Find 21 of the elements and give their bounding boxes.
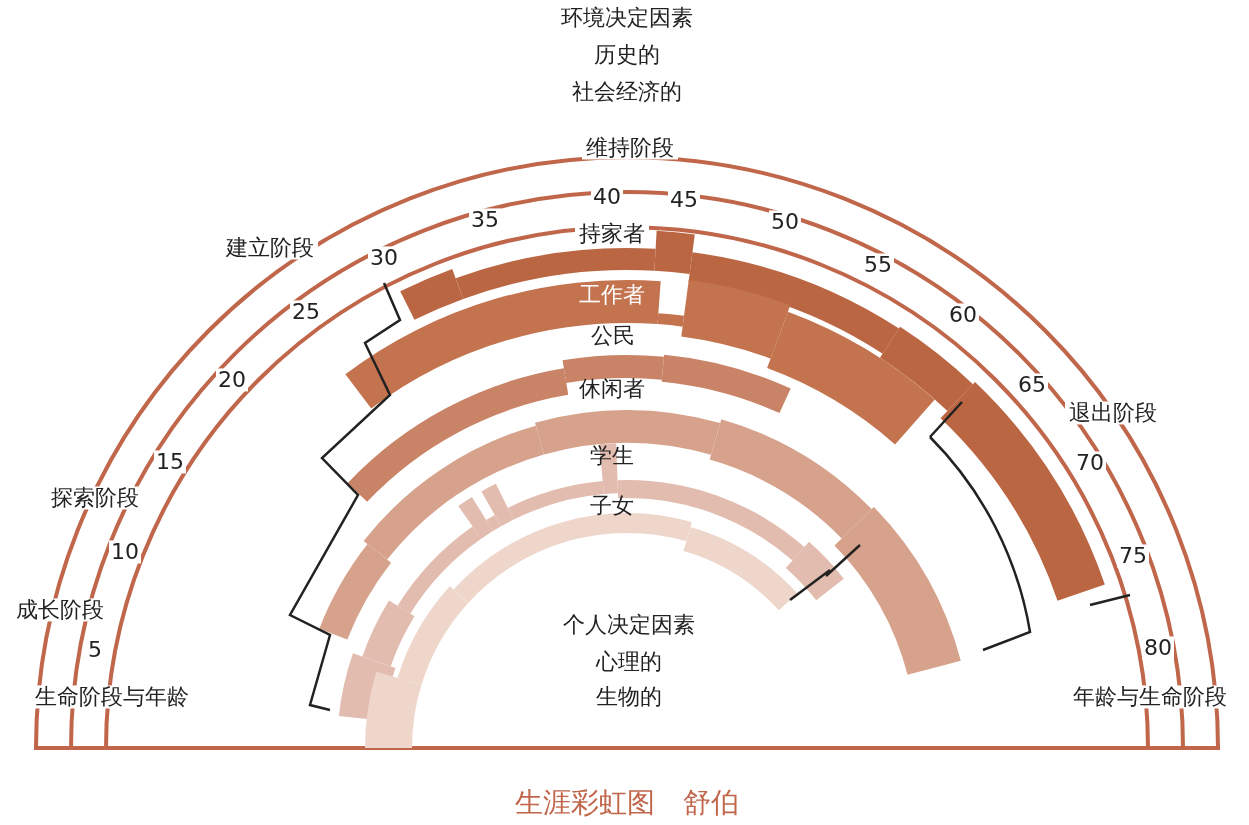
role-label: 子女 (590, 494, 634, 518)
heading-text: 历史的 (594, 43, 660, 67)
age-number: 10 (109, 540, 141, 564)
age-number: 20 (216, 368, 248, 392)
role-label: 休闲者 (579, 377, 645, 401)
role-label: 工作者 (579, 283, 645, 307)
age-number: 80 (1142, 636, 1174, 660)
role-label: 学生 (590, 444, 634, 468)
heading-text: 环境决定因素 (561, 6, 693, 30)
footer-text: 个人决定因素 (563, 613, 695, 637)
age-number: 15 (154, 450, 186, 474)
age-number: 25 (290, 300, 322, 324)
heading-text: 社会经济的 (572, 80, 682, 104)
stage-label: 建立阶段 (222, 236, 318, 260)
footer-text: 生物的 (596, 685, 662, 709)
age-number: 75 (1117, 544, 1149, 568)
footer-text: 心理的 (596, 650, 662, 674)
role-label: 持家者 (575, 222, 649, 246)
stage-label: 维持阶段 (582, 136, 678, 160)
role-label: 公民 (591, 324, 635, 348)
caption: 生涯彩虹图 舒伯 (515, 788, 739, 818)
